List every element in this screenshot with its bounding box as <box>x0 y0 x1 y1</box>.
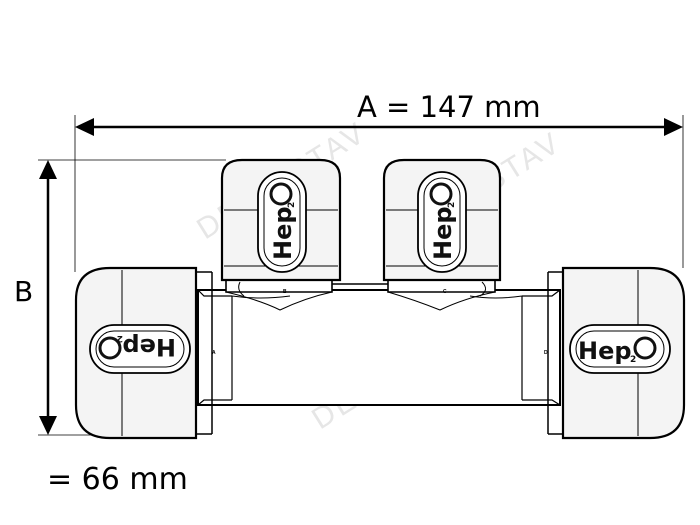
logo-text-left: Hep <box>122 333 176 361</box>
logo-subscript-c: 2 <box>447 202 457 208</box>
port-letter-b: B <box>283 289 287 295</box>
logo-subscript-left: 2 <box>117 333 123 343</box>
port-letter-a: A <box>212 350 216 356</box>
end-cap-left: Hep 2 <box>74 266 213 440</box>
dimension-b-value: = 66 mm <box>47 462 188 497</box>
dim-b-arrow-top <box>39 160 57 179</box>
logo-subscript-b: 2 <box>287 202 297 208</box>
dimension-a-label: A = 147 mm <box>357 90 541 124</box>
logo-text-c: Hep <box>429 206 457 260</box>
dimension-b-label: B <box>14 275 33 308</box>
logo-subscript-right: 2 <box>630 355 636 365</box>
port-letters: A B C D <box>212 289 548 356</box>
extension-lines <box>38 115 684 436</box>
branch-necks <box>225 279 496 311</box>
branch-cap-c: Hep 2 <box>382 158 502 282</box>
dimension-b: B = 66 mm <box>14 160 188 497</box>
port-letter-c: C <box>443 289 447 295</box>
port-letter-d: D <box>544 350 548 356</box>
branch-cap-b: Hep 2 <box>220 158 342 282</box>
end-cap-right: Hep 2 <box>547 266 686 440</box>
pipe-body <box>197 289 561 406</box>
dim-a-arrow-right <box>664 118 683 136</box>
logo-text-right: Hep <box>578 337 632 365</box>
logo-text-b: Hep <box>269 206 297 260</box>
dim-a-arrow-left <box>75 118 94 136</box>
dim-b-arrow-bottom <box>39 416 57 435</box>
dimension-a: A = 147 mm <box>75 90 683 136</box>
